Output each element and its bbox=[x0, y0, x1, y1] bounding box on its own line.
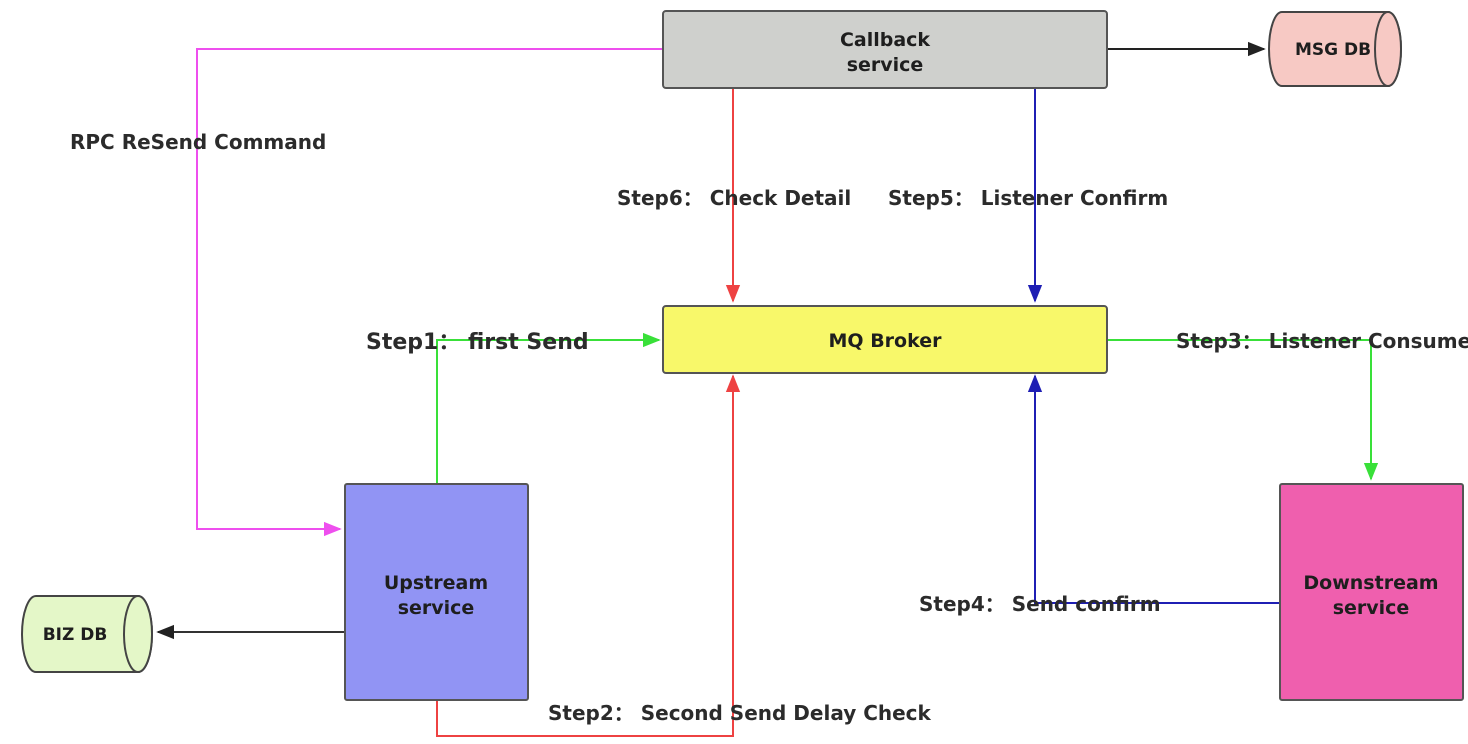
step6-label: Step6： Check Detail bbox=[617, 186, 851, 210]
downstream-service-label-line2: service bbox=[1333, 597, 1410, 619]
biz-db-label: BIZ DB bbox=[43, 625, 108, 645]
rpc-resend-arrow bbox=[196, 48, 663, 537]
step5-label: Step5： Listener Confirm bbox=[888, 186, 1168, 210]
rpc-resend-label: RPC ReSend Command bbox=[70, 130, 326, 154]
step4-label: Step4： Send confirm bbox=[919, 592, 1161, 616]
mq-broker-box: MQ Broker bbox=[662, 305, 1108, 374]
msg-db-label: MSG DB bbox=[1295, 40, 1371, 60]
step2-arrow bbox=[436, 374, 741, 737]
callback-service-box: Callback service bbox=[662, 10, 1108, 89]
upstream-service-box: Upstream service bbox=[344, 483, 529, 701]
upstream-service-label-line1: Upstream bbox=[384, 572, 488, 594]
step1-arrow bbox=[436, 332, 661, 483]
msg-db-cylinder: MSG DB bbox=[1268, 11, 1402, 87]
step1-label: Step1： first Send bbox=[366, 330, 589, 355]
step3-label: Step3： Listener Consume bbox=[1176, 329, 1468, 353]
step3-arrow bbox=[1107, 339, 1379, 481]
upstream-service-label-line2: service bbox=[398, 597, 475, 619]
biz-db-cylinder: BIZ DB bbox=[21, 595, 153, 673]
callback-service-label-line1: Callback bbox=[840, 29, 930, 51]
step4-arrow bbox=[1027, 374, 1280, 604]
downstream-service-box: Downstream service bbox=[1279, 483, 1464, 701]
step2-label: Step2： Second Send Delay Check bbox=[548, 701, 932, 725]
callback-service-label-line2: service bbox=[847, 54, 924, 76]
downstream-service-label-line1: Downstream bbox=[1303, 572, 1438, 594]
mq-broker-label: MQ Broker bbox=[829, 330, 943, 352]
